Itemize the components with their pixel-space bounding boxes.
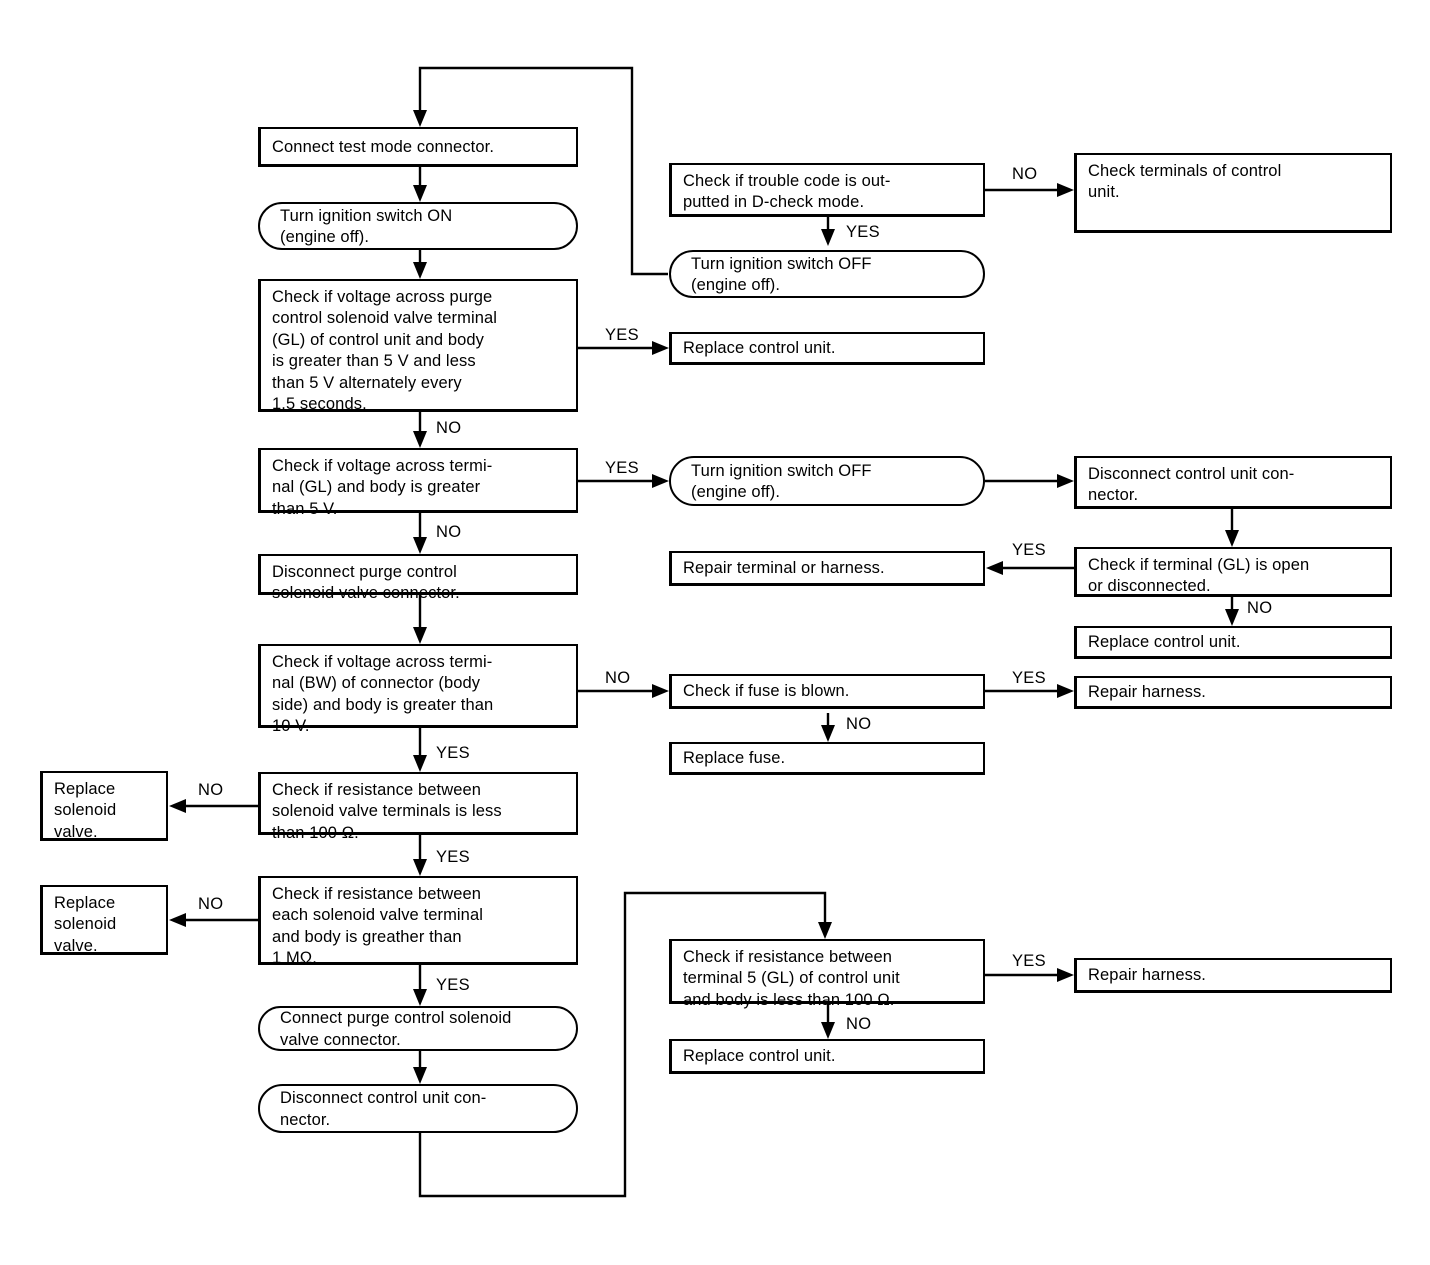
node-check-voltage-terminal-bw-connector[interactable]: Check if voltage across termi- nal (BW) … xyxy=(258,644,578,735)
node-check-voltage-purge-solenoid-terminal[interactable]: Check if voltage across purge control so… xyxy=(258,279,578,413)
edge-label-yes-replace-control-unit-3: NO xyxy=(846,1015,872,1033)
edge-label-yes-repair-terminal-harness: YES xyxy=(1012,541,1046,559)
edge-label-no-check-voltage-gl: NO xyxy=(436,419,462,437)
edge-label-yes-ignition-off-2: YES xyxy=(605,459,639,477)
node-replace-fuse[interactable]: Replace fuse. xyxy=(669,742,985,775)
edge-label-yes-connect-purge-solenoid: YES xyxy=(436,976,470,994)
node-disconnect-control-unit-connector-right[interactable]: Disconnect control unit con- nector. xyxy=(1074,456,1392,509)
node-check-if-fuse-is-blown[interactable]: Check if fuse is blown. xyxy=(669,674,985,709)
edge-label-no-disconnect-purge: NO xyxy=(436,523,462,541)
node-replace-control-unit-1[interactable]: Replace control unit. xyxy=(669,332,985,365)
node-replace-control-unit-2[interactable]: Replace control unit. xyxy=(1074,626,1392,659)
edge-label-no-replace-solenoid-1: NO xyxy=(198,781,224,799)
edge-label-yes-replace-fuse: NO xyxy=(846,715,872,733)
node-disconnect-control-unit-connector-left[interactable]: Disconnect control unit con- nector. xyxy=(258,1084,578,1133)
edge-label-no-check-terminals: NO xyxy=(1012,165,1038,183)
edge-label-yes-ignition-off-1: YES xyxy=(846,223,880,241)
node-repair-harness-1[interactable]: Repair harness. xyxy=(1074,676,1392,709)
node-check-terminal-gl-open[interactable]: Check if terminal (GL) is open or discon… xyxy=(1074,547,1392,597)
node-check-resistance-solenoid-terminal-body[interactable]: Check if resistance between each solenoi… xyxy=(258,876,578,967)
edge-label-no-replace-solenoid-2: NO xyxy=(198,895,224,913)
edge-label-no-replace-control-unit-2: NO xyxy=(1247,599,1273,617)
edge-label-yes-replace-control-unit: YES xyxy=(605,326,639,344)
node-replace-solenoid-valve-2[interactable]: Replace solenoid valve. xyxy=(40,885,168,955)
node-disconnect-purge-solenoid-connector[interactable]: Disconnect purge control solenoid valve … xyxy=(258,554,578,602)
node-repair-terminal-or-harness[interactable]: Repair terminal or harness. xyxy=(669,551,985,586)
node-replace-solenoid-valve-1[interactable]: Replace solenoid valve. xyxy=(40,771,168,841)
node-repair-harness-2[interactable]: Repair harness. xyxy=(1074,958,1392,993)
node-check-resistance-terminal5-gl[interactable]: Check if resistance between terminal 5 (… xyxy=(669,939,985,1009)
node-check-trouble-code-dcheck[interactable]: Check if trouble code is out- putted in … xyxy=(669,163,985,217)
node-replace-control-unit-3[interactable]: Replace control unit. xyxy=(669,1039,985,1074)
edge-label-yes-check-resistance-terminals: YES xyxy=(436,744,470,762)
node-turn-ignition-switch-off-1[interactable]: Turn ignition switch OFF (engine off). xyxy=(669,250,985,298)
edge-label-no-repair-harness-1: YES xyxy=(1012,669,1046,687)
node-check-voltage-terminal-gl-body[interactable]: Check if voltage across termi- nal (GL) … xyxy=(258,448,578,518)
node-connect-purge-solenoid-connector[interactable]: Connect purge control solenoid valve con… xyxy=(258,1006,578,1051)
edge-label-yes-check-resistance-body: YES xyxy=(436,848,470,866)
edge-label-no-check-fuse: NO xyxy=(605,669,631,687)
node-check-terminals-of-control-unit[interactable]: Check terminals of control unit. xyxy=(1074,153,1392,233)
edge-label-no-repair-harness-2: YES xyxy=(1012,952,1046,970)
node-check-resistance-solenoid-terminals[interactable]: Check if resistance between solenoid val… xyxy=(258,772,578,842)
node-turn-ignition-switch-off-2[interactable]: Turn ignition switch OFF (engine off). xyxy=(669,456,985,506)
node-connect-test-mode-connector[interactable]: Connect test mode connector. xyxy=(258,127,578,167)
node-turn-ignition-switch-on[interactable]: Turn ignition switch ON (engine off). xyxy=(258,202,578,250)
